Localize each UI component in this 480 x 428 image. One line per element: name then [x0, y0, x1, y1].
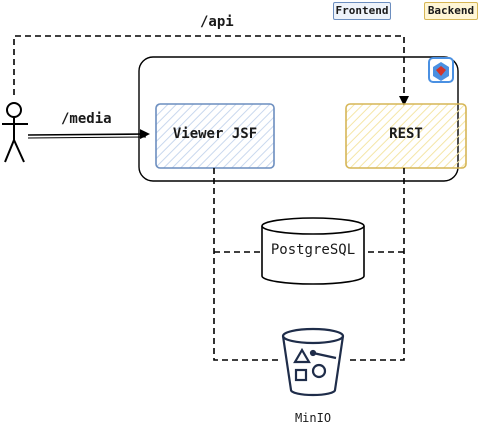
bucket-shapes-icon [281, 327, 345, 397]
media-connector-sketch [27, 136, 147, 139]
rest-db-connector [346, 168, 405, 361]
postgresql-label: PostgreSQL [270, 242, 356, 258]
legend-frontend: Frontend [333, 2, 391, 20]
rest-label: REST [389, 126, 423, 142]
rest-node [345, 103, 467, 169]
media-label: /media [61, 111, 112, 127]
viewer-jsf-node [155, 103, 275, 169]
api-connector [13, 35, 409, 106]
api-label: /api [200, 14, 234, 30]
app-logo-icon [428, 57, 454, 83]
media-connector [27, 129, 150, 140]
postgresql-database [261, 217, 365, 285]
viewer-db-connector [213, 168, 282, 361]
minio-label: MinIO [294, 411, 332, 425]
stick-figure-icon [2, 102, 28, 163]
viewer-jsf-label: Viewer JSF [172, 126, 258, 142]
legend-backend: Backend [424, 2, 478, 20]
